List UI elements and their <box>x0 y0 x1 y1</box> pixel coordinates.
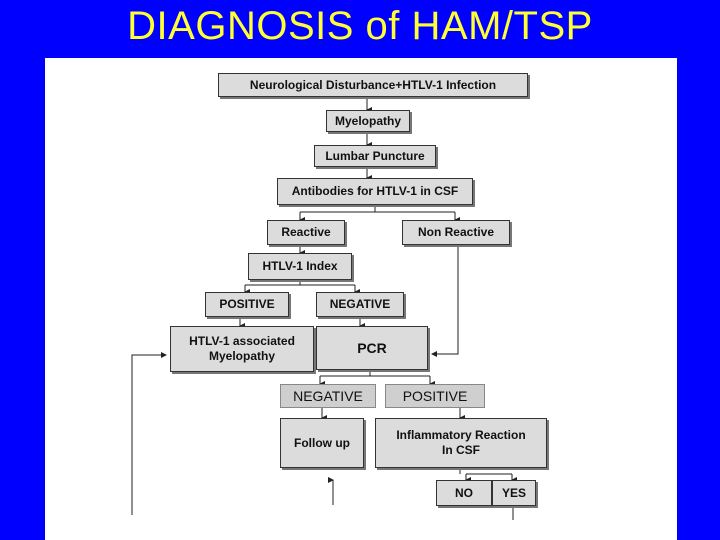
node-follow-up: Follow up <box>280 418 364 468</box>
node-non-reactive: Non Reactive <box>402 220 510 245</box>
node-ham-line1: HTLV-1 associated <box>189 334 295 348</box>
node-reactive: Reactive <box>267 220 345 245</box>
node-myelopathy: Myelopathy <box>326 110 410 132</box>
node-inflammatory-line2: In CSF <box>442 443 480 457</box>
node-positive-1: POSITIVE <box>205 292 289 317</box>
node-inflammatory: Inflammatory Reaction In CSF <box>375 418 547 468</box>
node-ham: HTLV-1 associated Myelopathy <box>170 326 314 372</box>
node-no: NO <box>436 480 492 506</box>
arrow-nonreactive-pcr <box>431 246 459 357</box>
node-inflammatory-line1: Inflammatory Reaction <box>396 428 526 442</box>
node-ham-line2: Myelopathy <box>208 349 275 363</box>
node-neuro: Neurological Disturbance+HTLV-1 Infectio… <box>218 73 528 97</box>
node-htlv-index: HTLV-1 Index <box>248 253 352 280</box>
node-lumbar-puncture: Lumbar Puncture <box>314 145 436 167</box>
arrow-loop-ham <box>131 352 167 515</box>
node-pcr: PCR <box>316 326 428 370</box>
node-positive-2: POSITIVE <box>385 384 485 408</box>
node-antibodies: Antibodies for HTLV-1 in CSF <box>277 178 473 205</box>
node-negative-1: NEGATIVE <box>316 292 404 317</box>
node-yes: YES <box>492 480 536 506</box>
slide-title: DIAGNOSIS of HAM/TSP <box>127 4 593 48</box>
node-negative-2: NEGATIVE <box>280 384 376 408</box>
